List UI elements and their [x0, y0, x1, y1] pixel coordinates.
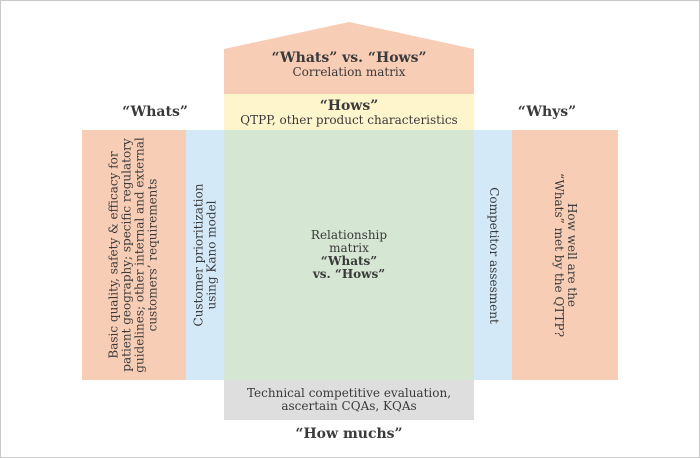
competitor-text: Competitor assesment [486, 186, 501, 324]
technical-evaluation: Technical competitive evaluation, ascert… [224, 380, 474, 420]
vs-hows-label: vs. “Hows” [312, 267, 386, 281]
correlation-matrix: “Whats” vs. “Hows” Correlation matrix [224, 44, 474, 84]
prioritization-line: Customer prioritization [191, 183, 206, 327]
hows-subtitle: QTPP, other product characteristics [240, 112, 458, 127]
relationship-label: Relationship [310, 228, 388, 242]
whys-label: “Whys” [517, 104, 577, 120]
how-muchs-label: “How muchs” [295, 426, 403, 442]
customer-prioritization: Customer prioritization using Kano model [186, 130, 224, 380]
customer-requirements: Basic quality, safety & efficacy for pat… [82, 130, 186, 380]
requirements-line: customers’ requirements [146, 178, 160, 332]
hows-title: “Hows” [319, 97, 379, 114]
technical-line-2: ascertain CQAs, KQAs [281, 399, 417, 413]
whys-block: How well are the “Whats” met by the QTTP… [512, 130, 618, 380]
whys-line: How well are the [565, 202, 579, 308]
correlation-subtitle: Correlation matrix [292, 64, 406, 79]
whats-vs-label: “Whats” [320, 254, 378, 268]
whats-label: “Whats” [122, 104, 188, 120]
customer-requirements-text: Basic quality, safety & efficacy for pat… [107, 137, 160, 372]
matrix-label: matrix [329, 241, 369, 255]
prioritization-text: Customer prioritization using Kano model [191, 183, 219, 327]
technical-line-1: Technical competitive evaluation, [246, 386, 452, 400]
whys-text: How well are the “Whats” met by the QTTP… [552, 172, 579, 338]
competitor-assessment: Competitor assesment [474, 130, 512, 380]
whys-line: “Whats” met by the QTTP? [552, 172, 566, 338]
correlation-title: “Whats” vs. “Hows” [271, 49, 427, 66]
hows-section: “Hows” QTPP, other product characteristi… [224, 94, 474, 130]
prioritization-line: using Kano model [204, 200, 219, 310]
relationship-matrix: Relationship matrix “Whats” vs. “Hows” [224, 130, 474, 380]
